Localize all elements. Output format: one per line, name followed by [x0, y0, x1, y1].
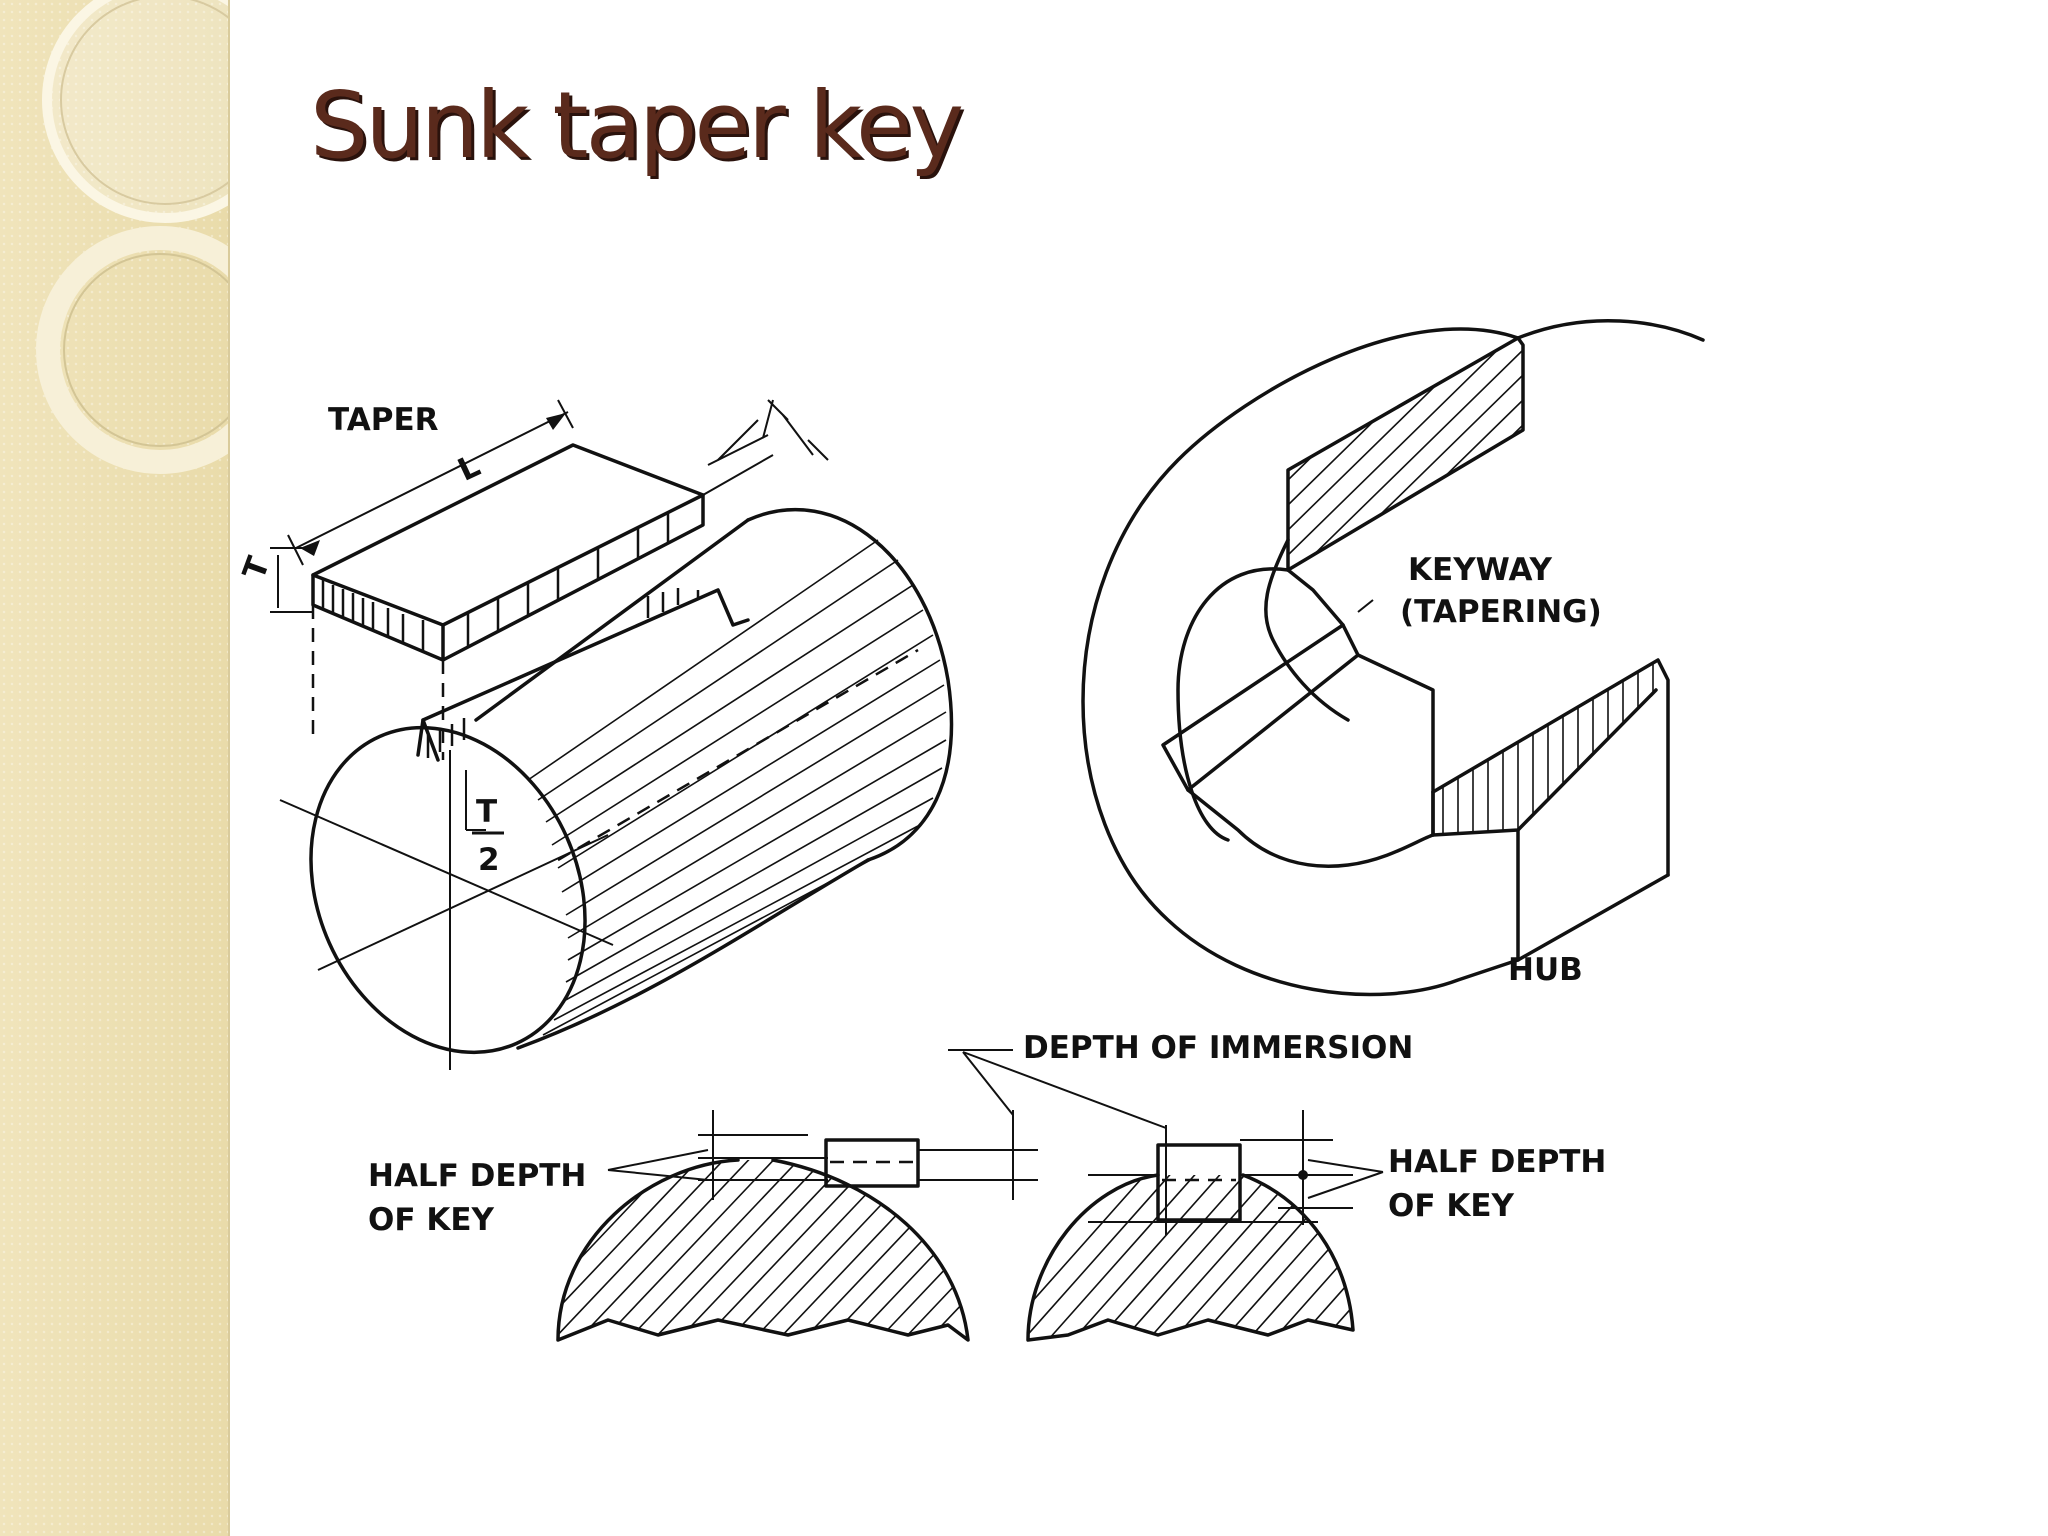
- hub-bore-lower: [1186, 788, 1435, 868]
- taper-key-side: [441, 493, 705, 662]
- sidebar-rings: [36, 0, 228, 474]
- hub-top-rim: [1516, 318, 1705, 342]
- hub-label: HUB: [1508, 952, 1583, 988]
- shaft-top-edge: [474, 518, 750, 722]
- half-thickness-denominator: 2: [478, 842, 500, 878]
- half-depth-right-label-2: OF KEY: [1388, 1188, 1515, 1224]
- shaft-keyway-slot: [416, 588, 750, 757]
- keyway-tapering-label: (TAPERING): [1400, 594, 1602, 630]
- shaft-with-key-drawing: [270, 399, 954, 1070]
- hub-upper-cut-face: [1286, 336, 1525, 572]
- hub-keyway-groove: [1264, 538, 1350, 722]
- hub-bore-upper: [1176, 567, 1290, 842]
- depth-of-immersion-label: DEPTH OF IMMERSION: [1023, 1030, 1413, 1066]
- sunk-taper-key-diagram: TAPER L T T 2: [236, 318, 1705, 1342]
- right-shaft-section: [1026, 1173, 1355, 1342]
- half-depth-right-label: HALF DEPTH: [1388, 1144, 1606, 1180]
- half-depth-sections: [556, 1049, 1384, 1342]
- half-depth-labels: DEPTH OF IMMERSION HALF DEPTH OF KEY HAL…: [368, 1030, 1606, 1238]
- thickness-mark-label: T: [236, 552, 277, 584]
- length-mark-label: L: [452, 448, 485, 489]
- shaft-bottom-edge: [516, 858, 870, 1050]
- shaft-far-end: [746, 507, 954, 862]
- taper-key-front: [311, 573, 445, 662]
- shaft-end-face: [309, 725, 587, 1055]
- hub-labels: KEYWAY (TAPERING) HUB: [1400, 552, 1602, 988]
- hub-drawing: [1081, 318, 1705, 997]
- left-key-section: [824, 1138, 920, 1188]
- hub-outer-profile: [1081, 327, 1670, 997]
- half-thickness-numerator: T: [476, 794, 497, 830]
- taper-label: TAPER: [328, 402, 439, 438]
- keyway-label: KEYWAY: [1408, 552, 1552, 588]
- decorative-sidebar: [0, 0, 230, 1536]
- shaft-dimension-labels: TAPER L T T 2: [236, 402, 504, 878]
- half-depth-left-label-2: OF KEY: [368, 1202, 495, 1238]
- hub-lower-cut-face: [1431, 688, 1658, 837]
- right-key-section: [1156, 1143, 1242, 1222]
- slide-title: Sunk taper key: [310, 72, 964, 179]
- half-depth-left-label: HALF DEPTH: [368, 1158, 586, 1194]
